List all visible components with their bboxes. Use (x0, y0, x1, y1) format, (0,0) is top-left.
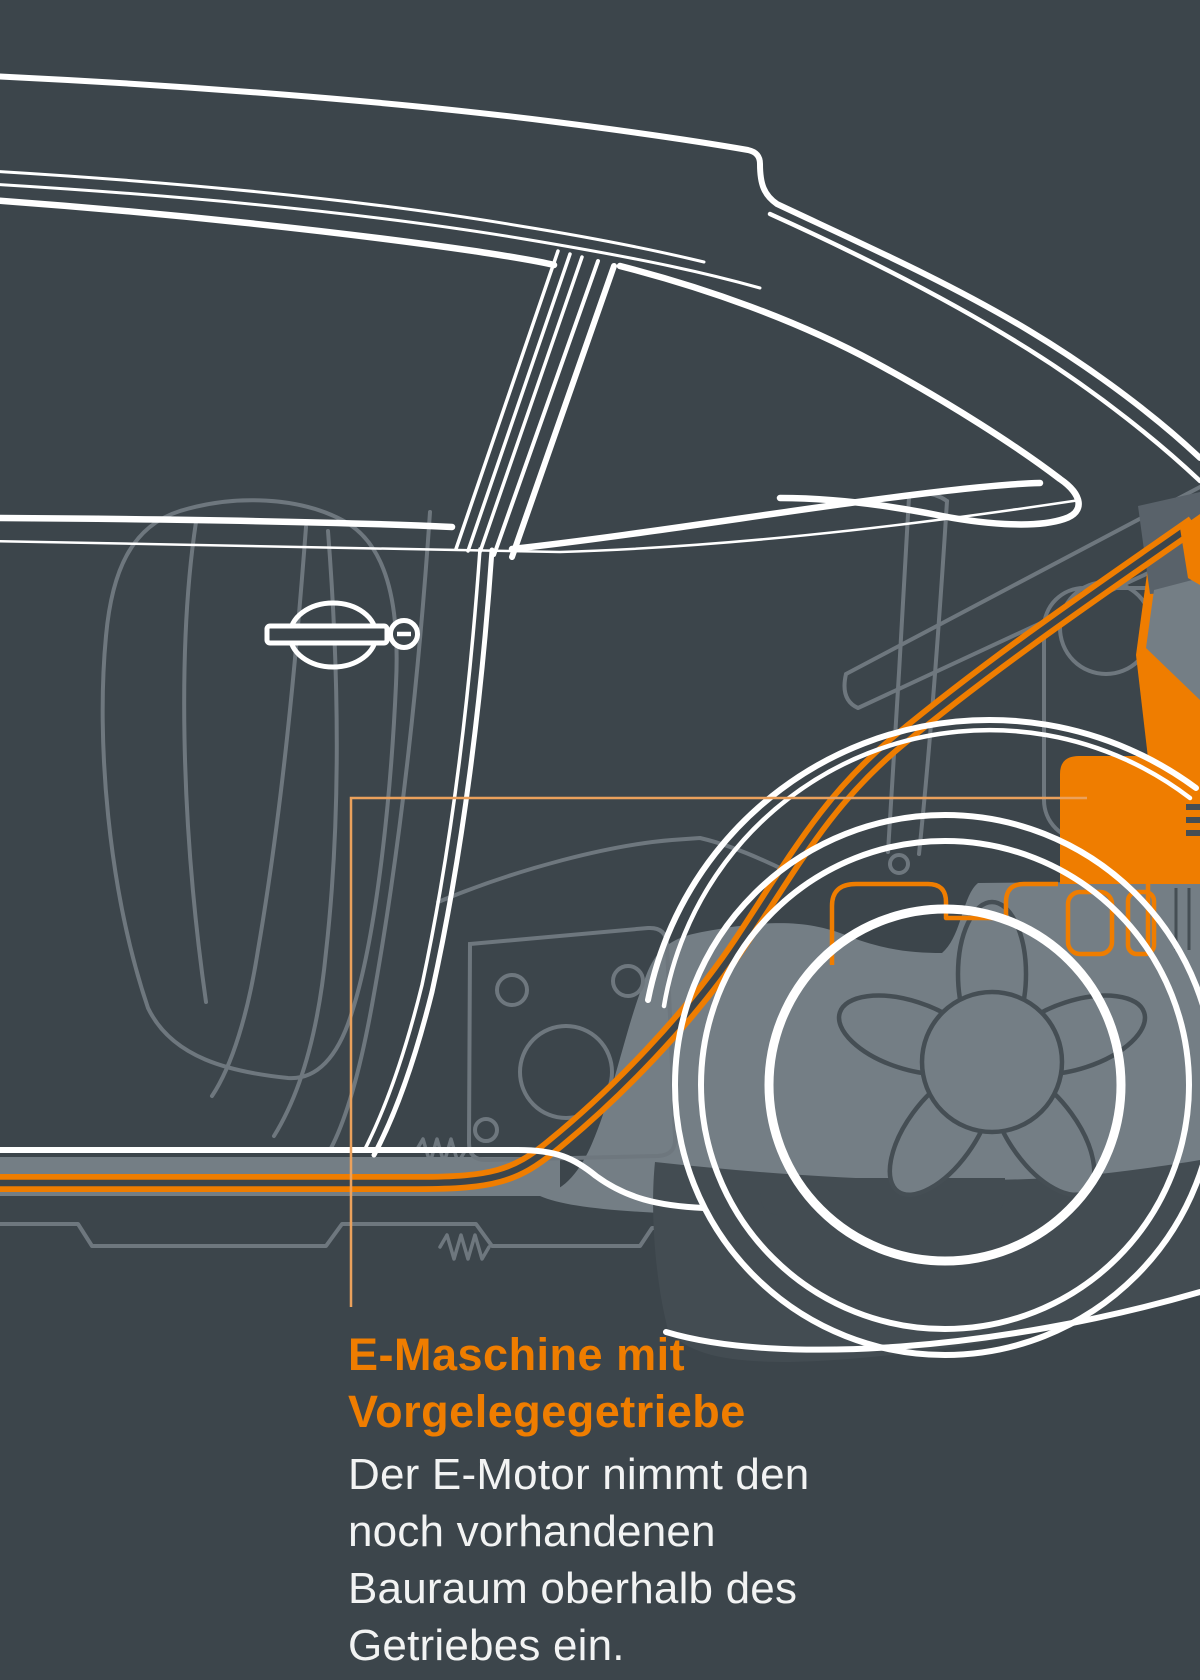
caption-title: E-Maschine mit Vorgelegegetriebe (348, 1326, 746, 1440)
suspension-strut (917, 499, 949, 856)
caption-body-line: Der E-Motor nimmt den (348, 1450, 810, 1499)
hub-flower (836, 899, 1148, 1198)
beltline-door (0, 514, 456, 531)
e-machine-wedge (1180, 514, 1200, 585)
rear-apron-line (663, 1289, 1200, 1353)
drip-rail-line (0, 183, 762, 290)
door-handle (264, 600, 420, 670)
wheel-arch-inner (661, 727, 1193, 1009)
engine-top-line (436, 836, 790, 904)
door-handle-bar (264, 623, 390, 646)
body-line-art (0, 73, 1200, 1358)
door-window-frame (0, 197, 558, 269)
door-shut-line (371, 547, 495, 1158)
cooling-fins (1186, 804, 1200, 836)
underbody-step-line (0, 1222, 702, 1248)
strut-eyelet (888, 853, 910, 875)
hub-circle (919, 989, 1065, 1135)
door-shut-line (362, 547, 482, 1153)
door-inner-contour (328, 510, 432, 1152)
seat-outline (100, 498, 399, 1081)
spring-squiggle (438, 1233, 491, 1261)
suspension-strut (886, 495, 911, 854)
wheel-arch (645, 717, 1199, 1003)
beltline-rear (508, 479, 1044, 553)
caption-title-line: E-Maschine mit (348, 1329, 686, 1380)
caption-body-line: Bauraum oberhalb des (348, 1564, 798, 1613)
engine-lid-line (767, 211, 1200, 484)
rim-circle (764, 904, 1126, 1266)
e-machine-block (1060, 756, 1200, 884)
gearbox-orange-outline (829, 881, 1157, 965)
b-pillar (454, 249, 617, 560)
engine-wedge-light (1146, 578, 1200, 700)
mounting-plate (466, 925, 678, 1163)
caption-title-line: Vorgelegegetriebe (348, 1386, 746, 1437)
beltline-thin (0, 498, 1082, 554)
caption-body: Der E-Motor nimmt den noch vorhandenen B… (348, 1446, 809, 1674)
caption-body-line: Getriebes ein. (348, 1621, 625, 1670)
callout-frame (349, 796, 1087, 1307)
caption-body-line: noch vorhandenen (348, 1507, 716, 1556)
seat-inner-line (182, 520, 208, 1004)
quarter-window-frame (616, 262, 1082, 528)
roof-line (0, 73, 1200, 461)
tire-outer-circle (672, 812, 1200, 1358)
tire-inner-circle (698, 838, 1192, 1332)
drip-rail-line (0, 170, 706, 264)
power-cables-gap (0, 521, 1196, 1187)
rocker-line (0, 1147, 707, 1211)
